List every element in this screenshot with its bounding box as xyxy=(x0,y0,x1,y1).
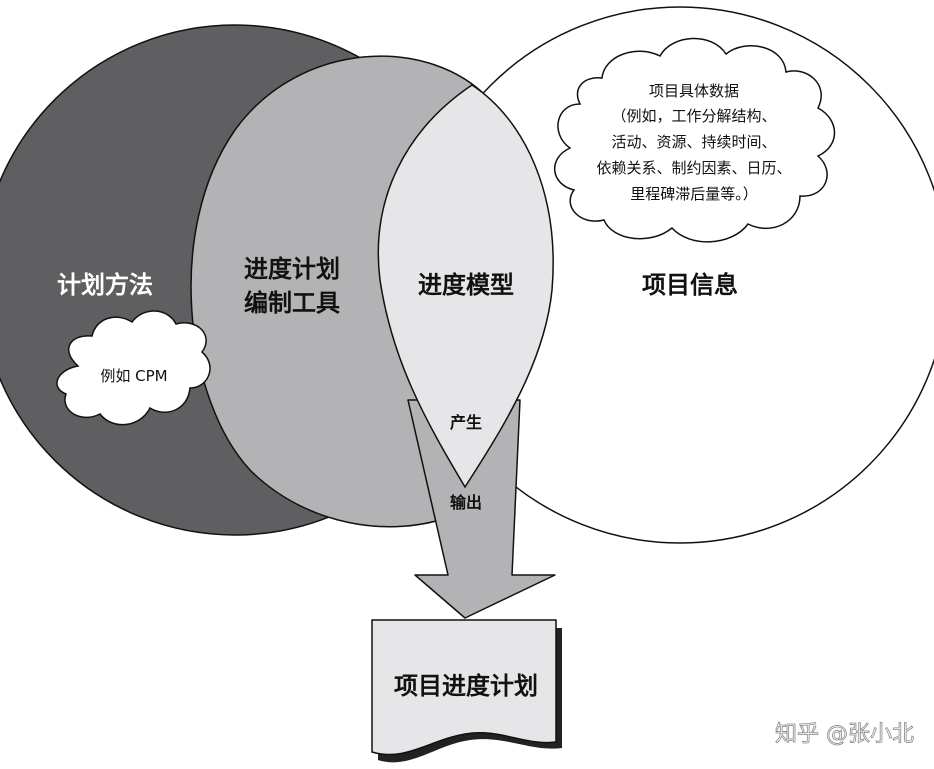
project-info-detail-line: 里程碑滞后量等。） xyxy=(630,185,758,203)
project-info-detail-line: 活动、资源、持续时间、 xyxy=(611,133,776,151)
project-info-cloud xyxy=(553,37,836,243)
output-arrow xyxy=(407,399,556,619)
project-info-detail-line: （例如，工作分解结构、 xyxy=(611,107,776,125)
scheduling-tool-label-line1: 进度计划 xyxy=(244,255,340,283)
planning-example-text: 例如 CPM xyxy=(100,367,167,385)
schedule-document-label: 项目进度计划 xyxy=(394,672,538,700)
project-info-detail-line: 依赖关系、制约因素、日历、 xyxy=(596,159,791,177)
produce-label: 产生 xyxy=(450,413,482,432)
scheduling-tool-label-line2: 编制工具 xyxy=(244,289,340,317)
schedule-model-region xyxy=(377,84,554,489)
planning-method-label: 计划方法 xyxy=(57,271,153,299)
schedule-model-label: 进度模型 xyxy=(418,271,514,299)
output-label: 输出 xyxy=(450,493,482,512)
project-info-detail-line: 项目具体数据 xyxy=(649,82,739,100)
project-info-label: 项目信息 xyxy=(642,271,738,299)
watermark: 知乎 @张小北 xyxy=(775,722,914,747)
schedule-document xyxy=(371,619,562,763)
planning-example-cloud xyxy=(56,310,211,426)
